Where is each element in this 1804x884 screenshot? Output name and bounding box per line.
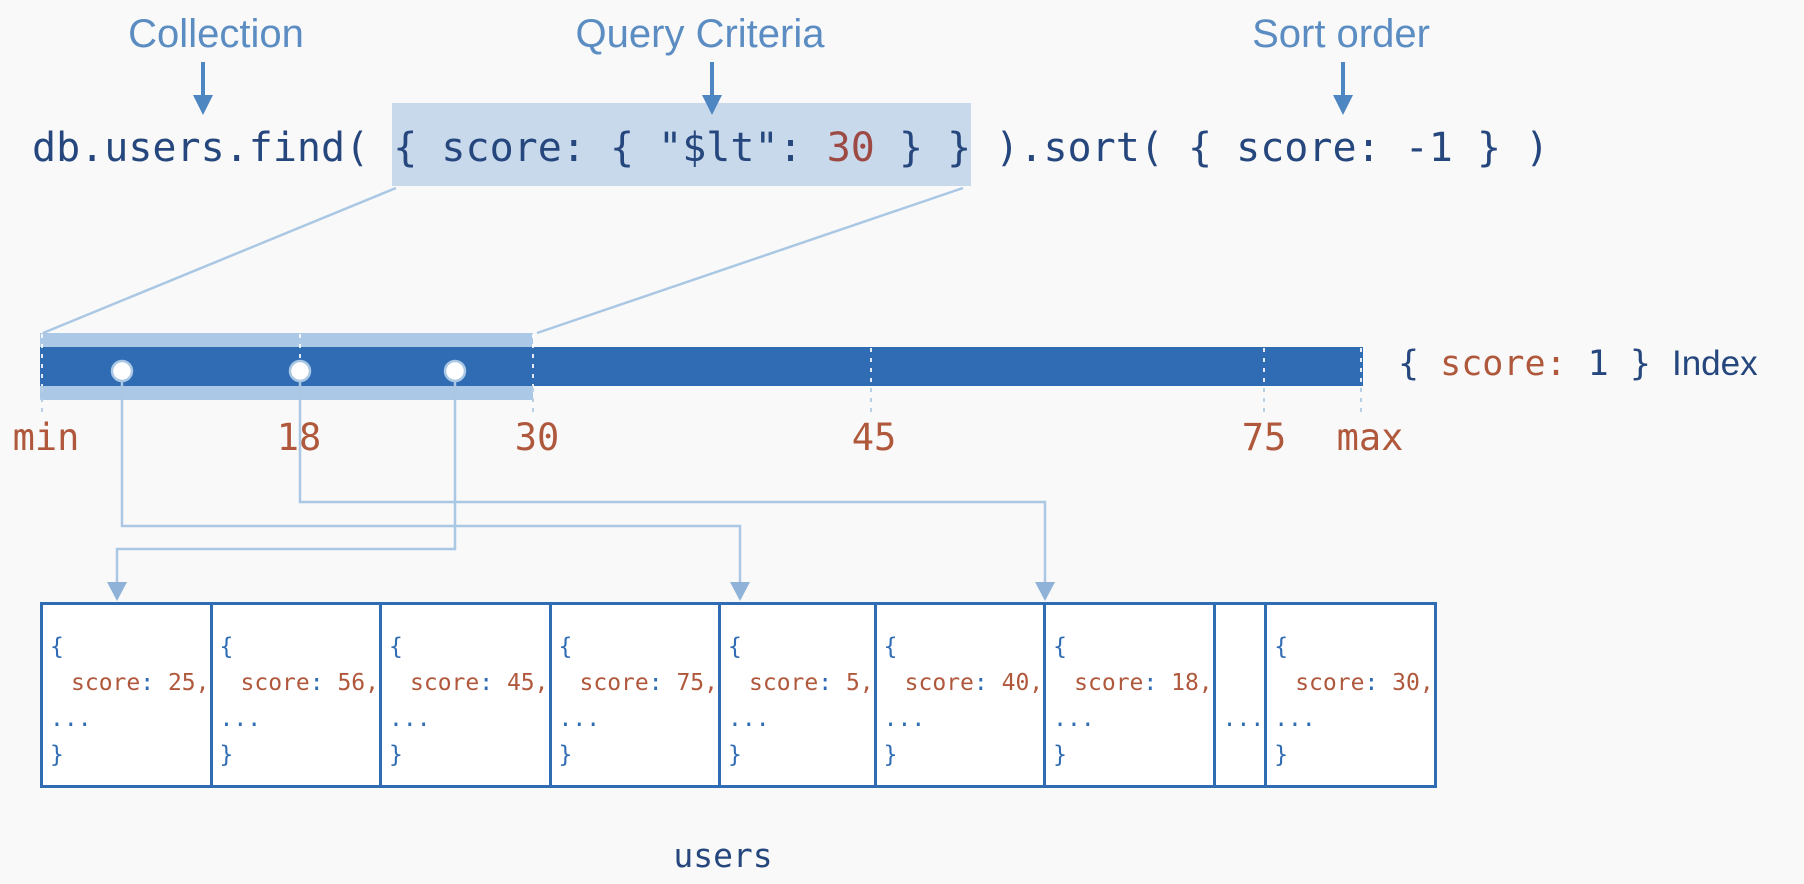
- doc-ellipsis: ...: [883, 706, 926, 732]
- document-box: { score: 30, ... }: [1264, 602, 1437, 788]
- doc-close-brace: }: [219, 742, 234, 768]
- doc-open-brace: {: [389, 634, 403, 660]
- doc-score-line: score: 56,: [240, 670, 380, 696]
- doc-score-line: score: 30,: [1295, 670, 1434, 696]
- document-box: { score: 5, ... }: [718, 602, 877, 788]
- connector-score-25: [115, 381, 457, 584]
- index-tick-label: 18: [276, 416, 322, 459]
- document-box: ...: [1212, 602, 1268, 788]
- query-criteria-annotation-label: Query Criteria: [575, 12, 825, 56]
- connector-score-5: [120, 381, 742, 584]
- code-sort-part: ).sort( { score: -1 } ): [971, 125, 1550, 171]
- doc-open-brace: {: [728, 634, 742, 660]
- index-label-name: Index: [1671, 344, 1758, 383]
- doc-ellipsis: ...: [219, 706, 262, 732]
- doc-score-line: score: 25,: [71, 670, 210, 696]
- document-box: { score: 18, ... }: [1043, 602, 1216, 788]
- document-box: { score: 25, ... }: [40, 602, 213, 788]
- doc-close-brace: }: [883, 742, 898, 768]
- document-box: { score: 56, ... }: [209, 602, 382, 788]
- connector-score-18: [298, 381, 1047, 584]
- code-criteria-open: { score: { "$lt":: [393, 125, 827, 171]
- collection-annotation-label: Collection: [128, 12, 304, 56]
- range-projection-lines: [42, 186, 964, 335]
- index-tick-label: 45: [851, 416, 897, 459]
- doc-open-brace: [1223, 629, 1265, 665]
- doc-score-line: score: 45,: [410, 670, 549, 696]
- doc-open-brace: {: [558, 634, 573, 660]
- doc-open-brace: {: [219, 634, 234, 660]
- index-bar: [40, 347, 1363, 386]
- doc-score-line: score: 75,: [579, 670, 719, 696]
- document-box: { score: 40, ... }: [873, 602, 1047, 788]
- doc-close-brace: [1223, 737, 1265, 773]
- doc-score-line: score: 40,: [904, 670, 1044, 696]
- index-tick-label: 30: [514, 416, 560, 459]
- doc-close-brace: }: [1274, 742, 1289, 768]
- index-label-field: score:: [1440, 344, 1567, 384]
- index-label-close-brace: }: [1629, 344, 1672, 384]
- index-label-value: 1: [1566, 344, 1630, 384]
- doc-ellipsis: ...: [50, 706, 92, 732]
- doc-arrowhead: [730, 582, 750, 601]
- doc-score-line: [1223, 665, 1265, 701]
- doc-ellipsis: ...: [558, 706, 601, 732]
- documents-row: { score: 25, ... } { score: 56, ... } { …: [40, 602, 1437, 788]
- doc-score-line: score: 5,: [749, 670, 874, 696]
- collection-name: users: [673, 836, 773, 875]
- index-tick-label: max: [1336, 416, 1404, 459]
- doc-close-brace: }: [728, 742, 742, 768]
- doc-ellipsis: ...: [389, 706, 431, 732]
- code-criteria-close: } }: [874, 125, 972, 171]
- index-tick-label: min: [12, 416, 80, 459]
- document-box: { score: 75, ... }: [548, 602, 721, 788]
- query-code: db.users.find( { score: { "$lt": 30 } } …: [32, 124, 1549, 172]
- doc-open-brace: {: [1274, 634, 1289, 660]
- doc-ellipsis: ...: [1274, 706, 1316, 732]
- doc-close-brace: }: [50, 742, 64, 768]
- document-box: { score: 45, ... }: [379, 602, 552, 788]
- query-criteria-highlight: [392, 103, 971, 186]
- index-tick-label: 75: [1241, 416, 1287, 459]
- doc-open-brace: {: [1053, 634, 1068, 660]
- code-criteria-value: 30: [826, 125, 875, 171]
- index-ticks: min 18 30 45 75 max: [0, 416, 1804, 462]
- doc-close-brace: }: [389, 742, 403, 768]
- doc-open-brace: {: [50, 634, 64, 660]
- doc-close-brace: }: [558, 742, 573, 768]
- sort-order-arrowhead: [1333, 95, 1353, 115]
- doc-ellipsis: ...: [1222, 706, 1265, 732]
- doc-open-brace: {: [883, 634, 898, 660]
- code-collection-part: db.users.find(: [32, 125, 394, 171]
- index-label-open-brace: {: [1398, 344, 1441, 384]
- doc-ellipsis: ...: [728, 706, 770, 732]
- doc-ellipsis: ...: [1053, 706, 1095, 732]
- index-label: { score: 1 } Index: [1398, 344, 1758, 384]
- doc-score-line: score: 18,: [1074, 670, 1213, 696]
- doc-arrowhead: [1035, 582, 1055, 601]
- doc-close-brace: }: [1053, 742, 1068, 768]
- sort-order-annotation-label: Sort order: [1252, 12, 1430, 56]
- doc-arrowhead: [107, 582, 127, 601]
- collection-arrowhead: [193, 95, 213, 115]
